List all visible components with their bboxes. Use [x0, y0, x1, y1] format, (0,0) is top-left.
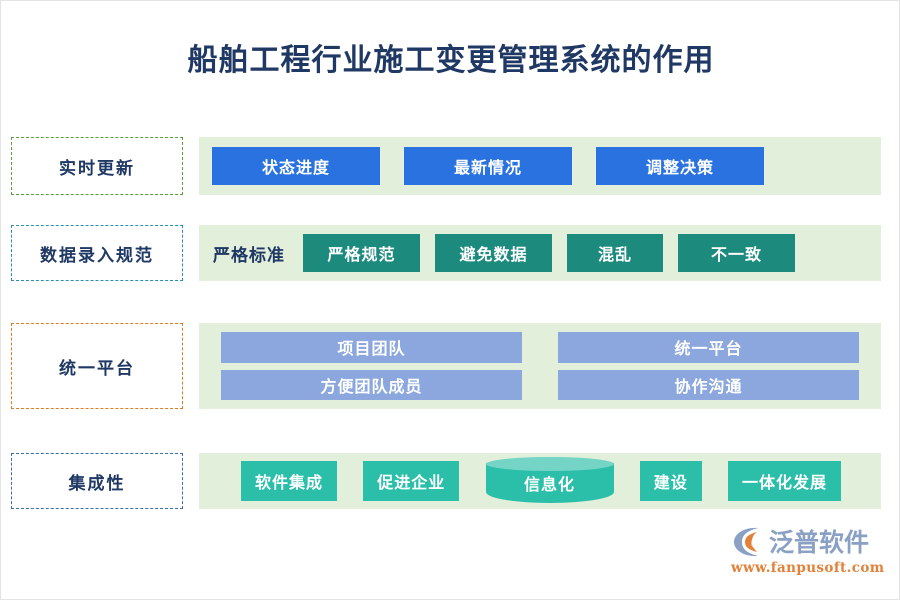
chip-promote-enterprise[interactable]: 促进企业 [363, 461, 460, 501]
chip-avoid-data[interactable]: 避免数据 [435, 234, 552, 272]
chip-construction[interactable]: 建设 [639, 461, 702, 501]
chip-convenient-team-members[interactable]: 方便团队成员 [221, 369, 522, 400]
chip-status-progress[interactable]: 状态进度 [212, 147, 380, 185]
fanpusoft-logo-icon [734, 527, 758, 557]
chip-collaborative-communication[interactable]: 协作沟通 [558, 369, 859, 400]
brand-logo: 泛普软件 www.fanpusoft.com [731, 525, 885, 581]
chip-unified-platform[interactable]: 统一平台 [558, 332, 859, 363]
chip-integrated-development[interactable]: 一体化发展 [727, 461, 841, 501]
chip-inconsistent[interactable]: 不一致 [678, 234, 795, 272]
row-label-data-entry-standard: 数据录入规范 [11, 225, 183, 281]
cylinder-top-ellipse [485, 457, 614, 471]
row-realtime-update: 实时更新 状态进度 最新情况 调整决策 [1, 137, 900, 195]
row-label-realtime-update: 实时更新 [11, 137, 183, 195]
row-unified-platform: 统一平台 项目团队 统一平台 方便团队成员 协作沟通 [1, 323, 900, 409]
brand-logo-top: 泛普软件 [731, 525, 881, 559]
page-title: 船舶工程行业施工变更管理系统的作用 [187, 43, 715, 78]
text-strict-standard: 严格标准 [213, 245, 285, 266]
chip-adjust-decision[interactable]: 调整决策 [596, 147, 764, 185]
row-label-integration: 集成性 [11, 453, 183, 509]
row-band-unified-platform: 项目团队 统一平台 方便团队成员 协作沟通 [199, 323, 881, 409]
chip-latest-situation[interactable]: 最新情况 [404, 147, 572, 185]
row-label-unified-platform: 统一平台 [11, 323, 183, 409]
brand-name: 泛普软件 [769, 527, 870, 557]
chip-informatization-label: 信息化 [523, 475, 575, 494]
row-band-integration: 软件集成 促进企业 信息化 建设 一体化发展 [199, 453, 881, 509]
row-data-entry-standard: 数据录入规范 严格标准 严格规范 避免数据 混乱 不一致 [1, 225, 900, 281]
row-band-realtime-update: 状态进度 最新情况 调整决策 [199, 137, 881, 195]
chip-strict-norm[interactable]: 严格规范 [303, 234, 420, 272]
row-integration: 集成性 软件集成 促进企业 信息化 建设 一体化发展 [1, 453, 900, 509]
chip-chaos[interactable]: 混乱 [567, 234, 663, 272]
row-band-data-entry-standard: 严格标准 严格规范 避免数据 混乱 不一致 [199, 225, 881, 281]
chip-informatization-cylinder[interactable]: 信息化 [485, 457, 614, 505]
brand-url: www.fanpusoft.com [731, 560, 885, 576]
chip-software-integration[interactable]: 软件集成 [241, 461, 338, 501]
chip-project-team[interactable]: 项目团队 [221, 332, 522, 363]
